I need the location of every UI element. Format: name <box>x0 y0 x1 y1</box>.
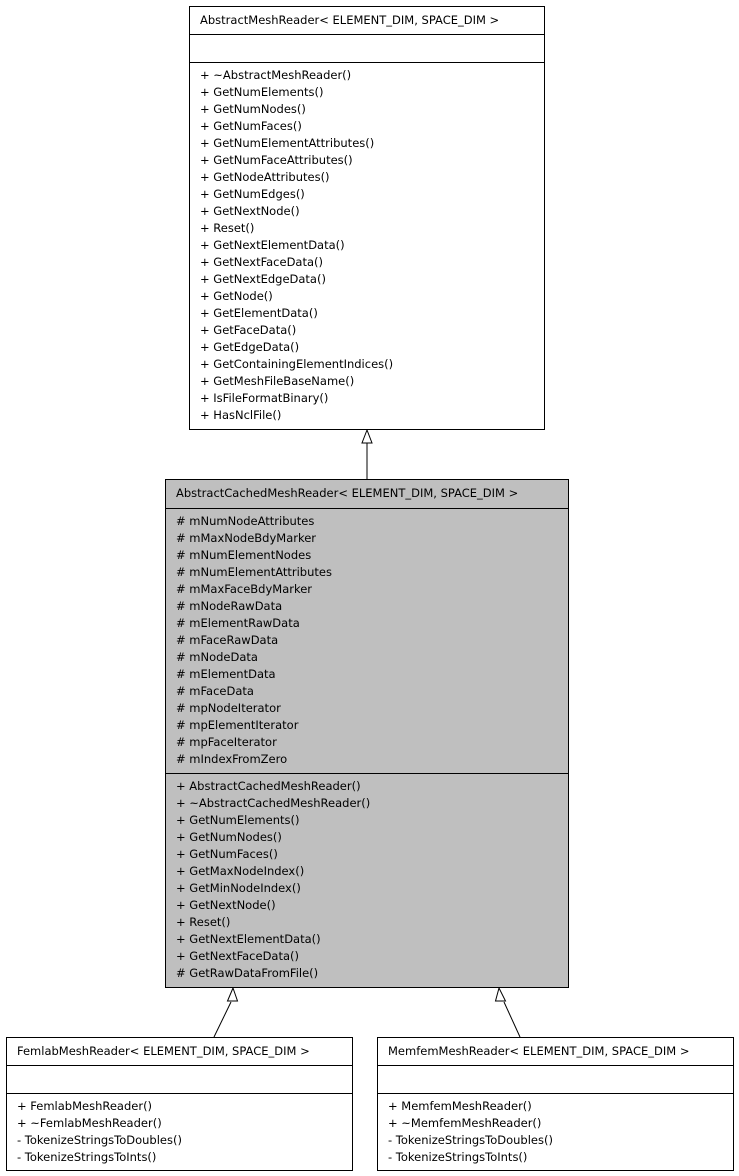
operation-item: + GetNextFaceData() <box>200 255 324 269</box>
class-operations-section: + MemfemMeshReader() + ~MemfemMeshReader… <box>378 1094 733 1169</box>
operation-item: + ~AbstractCachedMeshReader() <box>176 796 371 810</box>
attribute-item: # mpFaceIterator <box>176 735 277 749</box>
operation-item: + GetNextElementData() <box>200 238 345 252</box>
operation-item: + GetNodeAttributes() <box>200 170 330 184</box>
hollow-triangle-arrow-icon <box>226 986 239 1002</box>
operation-item: + IsFileFormatBinary() <box>200 391 329 405</box>
attribute-item: # mNodeRawData <box>176 599 283 613</box>
operation-item: + GetNextElementData() <box>176 932 321 946</box>
operation-item: + GetMaxNodeIndex() <box>176 864 305 878</box>
operation-item: + GetNumNodes() <box>176 830 282 844</box>
operation-item: + GetNextNode() <box>176 898 276 912</box>
class-operations-section: + AbstractCachedMeshReader() + ~Abstract… <box>166 774 568 985</box>
operation-item: + GetNumFaces() <box>200 119 302 133</box>
operation-item: + GetElementData() <box>200 306 318 320</box>
attribute-item: # mMaxNodeBdyMarker <box>176 531 317 545</box>
operation-item: + GetNumElementAttributes() <box>200 136 375 150</box>
class-box-memfem-mesh-reader[interactable]: MemfemMeshReader< ELEMENT_DIM, SPACE_DIM… <box>377 1037 734 1171</box>
operation-item: + GetNumNodes() <box>200 102 306 116</box>
operation-item: + GetNumEdges() <box>200 187 305 201</box>
class-title: MemfemMeshReader< ELEMENT_DIM, SPACE_DIM… <box>378 1038 733 1066</box>
operation-item: + ~FemlabMeshReader() <box>17 1116 162 1130</box>
operation-item: + GetNode() <box>200 289 273 303</box>
attribute-item: # mElementData <box>176 667 276 681</box>
class-operations-section: + ~AbstractMeshReader() + GetNumElements… <box>190 63 544 427</box>
operation-item: + GetMeshFileBaseName() <box>200 374 355 388</box>
class-attributes-section <box>190 35 544 63</box>
attribute-item: # mNumElementAttributes <box>176 565 332 579</box>
operation-item: + GetMinNodeIndex() <box>176 881 301 895</box>
attribute-item: # mpElementIterator <box>176 718 299 732</box>
class-box-abstract-mesh-reader[interactable]: AbstractMeshReader< ELEMENT_DIM, SPACE_D… <box>189 6 545 430</box>
class-title: AbstractMeshReader< ELEMENT_DIM, SPACE_D… <box>190 7 544 35</box>
operation-item: + GetNumElements() <box>200 85 324 99</box>
inheritance-arrow-memfem-to-cached <box>494 986 521 1038</box>
attribute-item: # mMaxFaceBdyMarker <box>176 582 313 596</box>
class-box-femlab-mesh-reader[interactable]: FemlabMeshReader< ELEMENT_DIM, SPACE_DIM… <box>6 1037 353 1171</box>
attribute-item: # mNumNodeAttributes <box>176 514 315 528</box>
operation-item: - TokenizeStringsToDoubles() <box>17 1133 182 1147</box>
attribute-item: # mNodeData <box>176 650 258 664</box>
operation-item: + GetEdgeData() <box>200 340 300 354</box>
class-attributes-section <box>7 1066 352 1094</box>
class-attributes-section: # mNumNodeAttributes # mMaxNodeBdyMarker… <box>166 509 568 774</box>
operation-item: - TokenizeStringsToInts() <box>388 1150 528 1164</box>
attribute-item: # mFaceData <box>176 684 254 698</box>
operation-item: + HasNclFile() <box>200 408 282 422</box>
operation-item: + MemfemMeshReader() <box>388 1099 532 1113</box>
operation-item: + AbstractCachedMeshReader() <box>176 779 361 793</box>
operation-item: + GetNumElements() <box>176 813 300 827</box>
attribute-item: # mIndexFromZero <box>176 752 288 766</box>
class-attributes-section <box>378 1066 733 1094</box>
class-title: FemlabMeshReader< ELEMENT_DIM, SPACE_DIM… <box>7 1038 352 1066</box>
attribute-item: # mpNodeIterator <box>176 701 281 715</box>
operation-item: + ~AbstractMeshReader() <box>200 68 352 82</box>
operation-item: + GetContainingElementIndices() <box>200 357 394 371</box>
operation-item: + GetNextNode() <box>200 204 300 218</box>
operation-item: + FemlabMeshReader() <box>17 1099 153 1113</box>
class-title: AbstractCachedMeshReader< ELEMENT_DIM, S… <box>166 480 568 509</box>
attribute-item: # mFaceRawData <box>176 633 279 647</box>
inheritance-arrow-cached-to-abstract <box>361 428 373 479</box>
operation-item: + GetNumFaces() <box>176 847 278 861</box>
operation-item: + GetNextEdgeData() <box>200 272 326 286</box>
attribute-item: # mElementRawData <box>176 616 300 630</box>
class-box-abstract-cached-mesh-reader[interactable]: AbstractCachedMeshReader< ELEMENT_DIM, S… <box>165 479 569 988</box>
operation-item: + GetNextFaceData() <box>176 949 300 963</box>
hollow-triangle-arrow-icon <box>494 986 507 1002</box>
operation-item: + GetNumFaceAttributes() <box>200 153 353 167</box>
hollow-triangle-arrow-icon <box>361 428 373 444</box>
operation-item: + Reset() <box>176 915 231 929</box>
attribute-item: # mNumElementNodes <box>176 548 312 562</box>
operation-item: + GetFaceData() <box>200 323 297 337</box>
operation-item: # GetRawDataFromFile() <box>176 966 319 980</box>
inheritance-arrow-femlab-to-cached <box>213 986 239 1038</box>
operation-item: + Reset() <box>200 221 255 235</box>
class-operations-section: + FemlabMeshReader() + ~FemlabMeshReader… <box>7 1094 352 1169</box>
operation-item: - TokenizeStringsToDoubles() <box>388 1133 553 1147</box>
operation-item: + ~MemfemMeshReader() <box>388 1116 542 1130</box>
operation-item: - TokenizeStringsToInts() <box>17 1150 157 1164</box>
